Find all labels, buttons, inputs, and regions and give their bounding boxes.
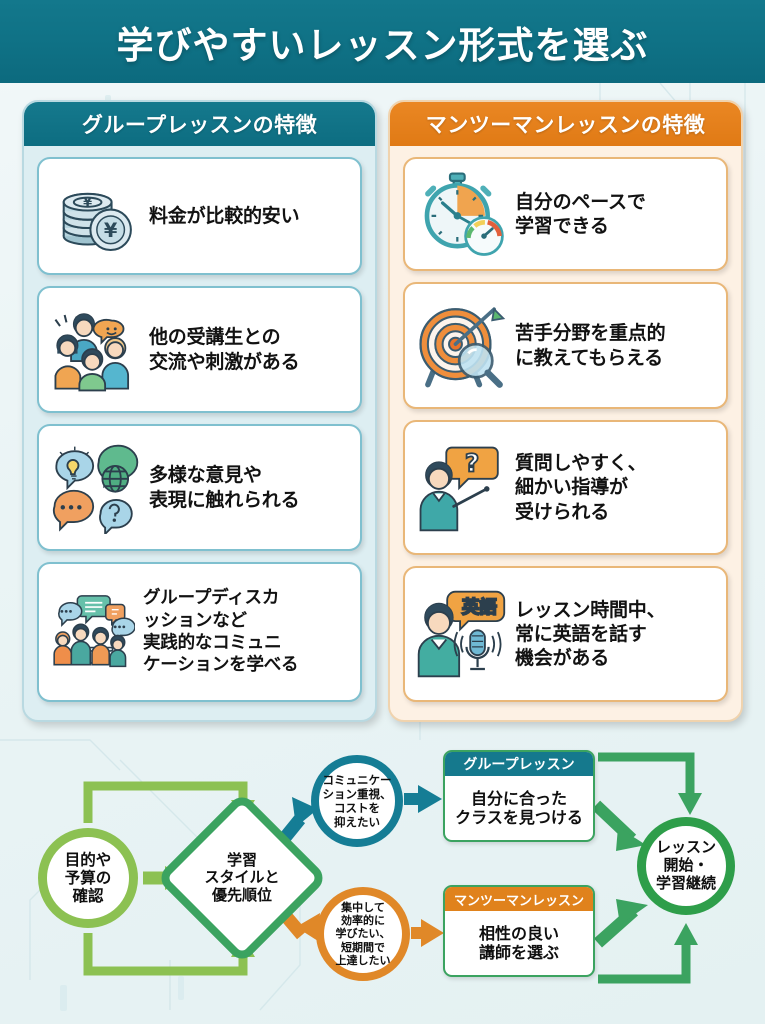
target-arrow-magnifier-icon (415, 300, 507, 392)
panel-private-lesson: マンツーマンレッスンの特徴 (388, 100, 743, 722)
feature-card[interactable]: 苦手分野を重点的 に教えてもらえる (403, 282, 728, 409)
teacher-question-pointer-icon: ? (415, 442, 507, 534)
flow-node-branch-focus-label: 集中して 効率的に 学びたい、 短期間で 上達したい (335, 901, 391, 967)
feature-card[interactable]: 英語 レッスン時間中、 常に英語を話す 機会があ (403, 566, 728, 702)
svg-text:?: ? (465, 448, 479, 477)
panel-group-lesson: グループレッスンの特徴 ¥ (22, 100, 377, 722)
flow-node-branch-focus[interactable]: 集中して 効率的に 学びたい、 短期間で 上達したい (316, 887, 410, 981)
svg-text:¥: ¥ (83, 196, 92, 211)
flow-node-end[interactable]: レッスン 開始・ 学習継続 (637, 817, 735, 915)
feature-card[interactable]: 自分のペースで 学習できる (403, 157, 728, 271)
flow-box-group-lesson-body: 自分に合った クラスを見つける (455, 788, 583, 827)
flow-node-start[interactable]: 目的や 予算の 確認 (38, 828, 138, 928)
flow-node-branch-communication-label: コミュニケー ション重視、 コストを 抑えたい (322, 772, 392, 830)
speech-bubbles-idea-globe-icon (49, 442, 141, 534)
svg-text:英語: 英語 (462, 597, 497, 618)
page-title: 学びやすいレッスン形式を選ぶ (116, 23, 649, 67)
feature-card[interactable]: グループディスカ ッションなど 実践的なコミュニ ケーションを学べる (37, 562, 362, 702)
coin-stack-yen-icon: ¥ ¥ (49, 170, 141, 262)
feature-card[interactable]: ¥ ¥ 料金が比較的安い (37, 157, 362, 275)
feature-card-text: 料金が比較的安い (149, 204, 300, 227)
panel-header-private-lesson: マンツーマンレッスンの特徴 (390, 102, 741, 146)
feature-card-text: 自分のペースで 学習できる (515, 190, 646, 237)
flow-node-end-label: レッスン 開始・ 学習継続 (655, 838, 716, 892)
feature-card[interactable]: 他の受講生との 交流や刺激がある (37, 286, 362, 413)
panel-header-group-lesson: グループレッスンの特徴 (24, 102, 375, 146)
flow-box-private-lesson-body: 相性の良い 講師を選ぶ (478, 923, 559, 962)
stopwatch-speedometer-icon (415, 168, 507, 260)
group-discussion-table-icon (49, 589, 135, 675)
feature-card-text: 苦手分野を重点的 に教えてもらえる (515, 322, 666, 369)
card-list-private-lesson: 自分のペースで 学習できる (390, 146, 741, 713)
feature-card-text: 質問しやすく、 細かい指導が 受けられる (515, 452, 647, 523)
svg-text:¥: ¥ (104, 219, 118, 242)
flow-box-group-lesson[interactable]: グループレッスン 自分に合った クラスを見つける (443, 750, 595, 842)
page-title-banner: 学びやすいレッスン形式を選ぶ (0, 0, 765, 83)
feature-card-text: レッスン時間中、 常に英語を話す 機会がある (515, 598, 666, 670)
group-of-people-icon (49, 304, 141, 396)
feature-card[interactable]: ? 質問しやすく、 細かい指導が 受けられる (403, 420, 728, 555)
flow-box-group-lesson-header: グループレッスン (445, 752, 593, 776)
flow-box-private-lesson-header: マンツーマンレッスン (445, 887, 593, 911)
flow-diagram: 目的や 予算の 確認 学習 スタイルと 優先順位 コミュニケー ション重視、 コ… (0, 735, 765, 1024)
card-list-group-lesson: ¥ ¥ 料金が比較的安い (24, 146, 375, 713)
feature-card-text: 他の受講生との 交流や刺激がある (149, 326, 300, 373)
speaker-english-microphone-icon: 英語 (415, 588, 507, 680)
feature-card[interactable]: 多様な意見や 表現に触れられる (37, 424, 362, 551)
flow-node-branch-communication[interactable]: コミュニケー ション重視、 コストを 抑えたい (311, 755, 403, 847)
flow-node-start-label: 目的や 予算の 確認 (64, 850, 112, 906)
feature-card-text: 多様な意見や 表現に触れられる (149, 464, 300, 511)
flow-box-private-lesson[interactable]: マンツーマンレッスン 相性の良い 講師を選ぶ (443, 885, 595, 977)
flow-node-decision[interactable]: 学習 スタイルと 優先順位 (155, 791, 329, 965)
flow-node-decision-label: 学習 スタイルと 優先順位 (204, 850, 280, 904)
feature-card-text: グループディスカ ッションなど 実践的なコミュニ ケーションを学べる (143, 588, 299, 676)
